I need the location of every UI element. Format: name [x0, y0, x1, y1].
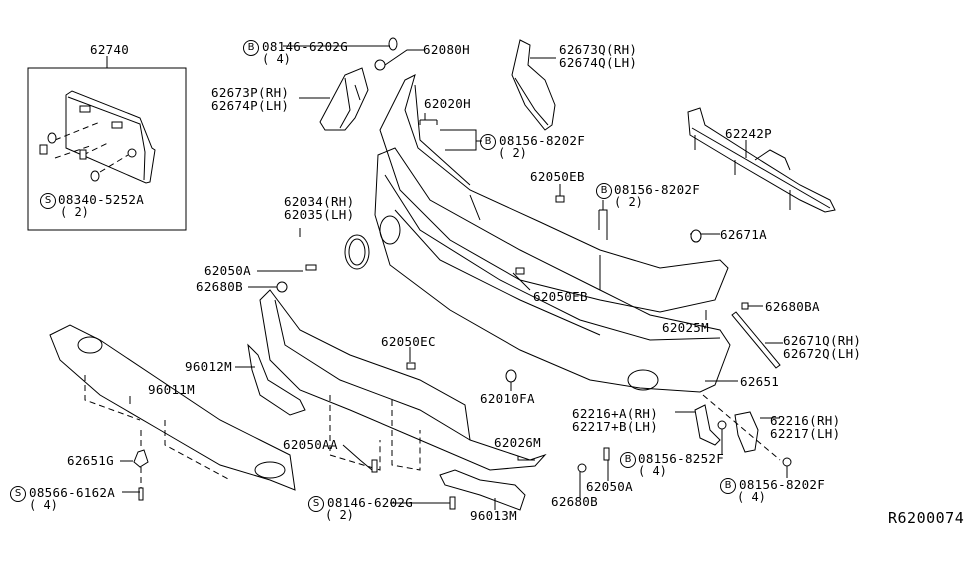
callout-08156-8252F[interactable]: 08156-8252F [638, 451, 725, 466]
callout-62217B-lh[interactable]: 62217+B(LH) [572, 419, 659, 434]
leader-lines [120, 45, 788, 510]
lower-under-cover[interactable] [49, 324, 296, 491]
front-bumper-fascia[interactable] [374, 147, 731, 393]
bolt-symbol-icon: B [480, 134, 496, 150]
callout-62217-lh[interactable]: 62217(LH) [770, 426, 841, 441]
callout-qty: ( 4) [29, 498, 58, 512]
callout-08156-8202F[interactable]: 08156-8202F [499, 133, 586, 148]
callout-qty: ( 2) [325, 508, 354, 522]
screw-symbol-icon: S [10, 486, 26, 502]
callout-08146-6202G-lower[interactable]: 08146-6202G [327, 495, 414, 510]
callout-62680B[interactable]: 62680B [196, 279, 243, 294]
callout-62674P-lh[interactable]: 62674P(LH) [211, 98, 290, 113]
callout-qty: ( 4) [262, 52, 291, 66]
bumper-reinforcement[interactable] [687, 107, 836, 213]
callout-08340-5252A[interactable]: 08340-5252A [58, 192, 145, 207]
callout-62651[interactable]: 62651 [740, 374, 780, 389]
callout-62050A[interactable]: 62050A [204, 263, 251, 278]
bolt-symbol-icon: B [243, 40, 259, 56]
callout-62673P-rh[interactable]: 62673P(RH) [211, 85, 290, 100]
callout-62026M[interactable]: 62026M [494, 435, 541, 450]
bracket-fasteners [39, 121, 137, 182]
screw-symbol-icon: S [308, 496, 324, 512]
stay-rod[interactable] [731, 311, 781, 369]
callout-62674Q-lh[interactable]: 62674Q(LH) [559, 55, 638, 70]
callout-62025M[interactable]: 62025M [662, 320, 709, 335]
callout-62050A-lower[interactable]: 62050A [586, 479, 633, 494]
callout-62680B-lower[interactable]: 62680B [551, 494, 598, 509]
screw-symbol-icon: S [40, 193, 56, 209]
callout-qty: ( 2) [60, 205, 89, 219]
callout-62671Q-rh[interactable]: 62671Q(RH) [783, 333, 862, 348]
fog-lamp-bezel[interactable] [344, 234, 370, 270]
callout-62020H[interactable]: 62020H [424, 96, 471, 111]
callout-qty: ( 2) [498, 146, 527, 160]
callout-62035-lh[interactable]: 62035(LH) [284, 207, 355, 222]
callout-62034-rh[interactable]: 62034(RH) [284, 194, 355, 209]
callout-62080H[interactable]: 62080H [423, 42, 470, 57]
callout-62050AA[interactable]: 62050AA [283, 437, 338, 452]
lower-fin[interactable] [439, 469, 526, 511]
callout-62673Q-rh[interactable]: 62673Q(RH) [559, 42, 638, 57]
bolt-symbol-icon: B [620, 452, 636, 468]
callout-62010FA[interactable]: 62010FA [480, 391, 535, 406]
callout-62050EB[interactable]: 62050EB [530, 169, 585, 184]
callout-96012M[interactable]: 96012M [185, 359, 232, 374]
small-fasteners [276, 195, 792, 510]
callout-08566-6162A[interactable]: 08566-6162A [29, 485, 116, 500]
callout-08146-6202G[interactable]: 08146-6202G [262, 39, 349, 54]
callout-qty: ( 4) [638, 464, 667, 478]
callout-62216-rh[interactable]: 62216(RH) [770, 413, 841, 428]
side-fin-left[interactable] [247, 343, 306, 416]
callout-96011M[interactable]: 96011M [148, 382, 195, 397]
bolt-symbol-icon: B [720, 478, 736, 494]
callout-62651G[interactable]: 62651G [67, 453, 114, 468]
bolt-symbol-icon: B [596, 183, 612, 199]
callout-62672Q-lh[interactable]: 62672Q(LH) [783, 346, 862, 361]
side-bracket-upper-right[interactable] [511, 39, 556, 131]
license-plate-bracket[interactable] [65, 90, 156, 184]
callout-08156-B202F[interactable]: 08156-8202F [614, 182, 701, 197]
callout-62242P[interactable]: 62242P [725, 126, 772, 141]
diagram-reference-code: R6200074 [888, 509, 965, 527]
callout-62671A[interactable]: 62671A [720, 227, 767, 242]
callout-qty: ( 4) [737, 490, 766, 504]
callout-62680BA[interactable]: 62680BA [765, 299, 820, 314]
callout-qty: ( 2) [614, 195, 643, 209]
callout-62050EC[interactable]: 62050EC [381, 334, 436, 349]
callout-62740[interactable]: 62740 [90, 42, 130, 57]
bumper-side-bracket-left[interactable] [694, 404, 721, 446]
bumper-side-bracket-right[interactable] [734, 411, 759, 453]
callout-62216A-rh[interactable]: 62216+A(RH) [572, 406, 659, 421]
fascia-bushing[interactable] [133, 430, 149, 501]
callout-62050EB-lower[interactable]: 62050EB [533, 289, 588, 304]
side-bracket-upper-left[interactable] [319, 67, 369, 131]
callout-08156-B202F-lower[interactable]: 08156-8202F [739, 477, 826, 492]
callout-96013M[interactable]: 96013M [470, 508, 517, 523]
upper-fascia[interactable] [379, 74, 729, 313]
